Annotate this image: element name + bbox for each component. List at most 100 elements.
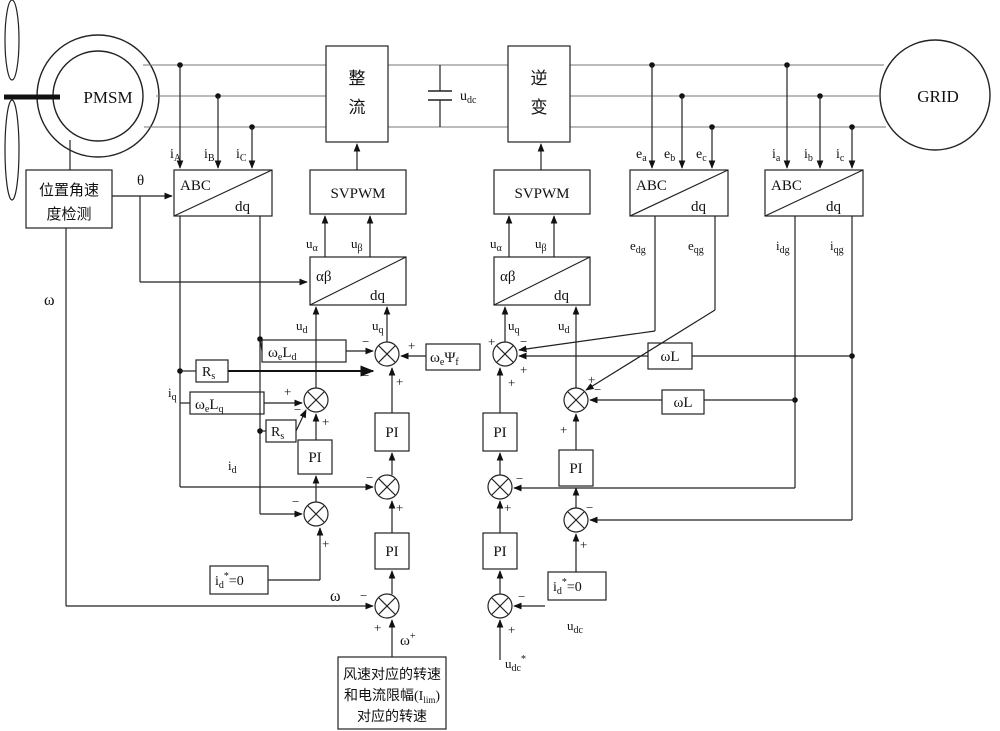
sign-r13: + [508, 622, 515, 637]
grid-control-wiring [496, 216, 855, 660]
id-ref-box-gen: id*=0 [209, 565, 269, 595]
udc-feedback-label: udc [567, 618, 584, 636]
sign-r8: − [516, 471, 523, 486]
dq-label-gen: dq [235, 199, 251, 215]
gain-wl-lower: ωL [661, 389, 705, 415]
gain-rs-lower-label: Rs [271, 425, 284, 442]
voltage-label-eb: eb [664, 147, 675, 164]
id-label: id [228, 458, 237, 476]
id-ref-grid-label: id*=0 [553, 577, 582, 597]
abc-label-grid-v: ABC [636, 178, 667, 194]
current-label-ic-grid: ic [836, 147, 845, 164]
uq-grid-label: uq [508, 318, 520, 336]
dc-link-capacitor-icon [428, 65, 452, 127]
voltage-label-ea: ea [636, 147, 647, 164]
gain-we-psi-label: ωeΨf [430, 350, 459, 368]
dq2-label-grid: dq [554, 288, 570, 304]
grid-label: GRID [917, 87, 959, 106]
edg-label: edg [630, 238, 646, 256]
sign-g2: + [408, 338, 415, 353]
gain-we-ld: ωeLd [261, 339, 347, 363]
gain-we-lq-label: ωeLq [195, 397, 224, 415]
sign-g10: − [292, 494, 299, 509]
udc-ref-label: udc* [505, 654, 526, 674]
dq2-label-gen: dq [370, 288, 386, 304]
grid-source: GRID [879, 39, 991, 151]
pmsm-generator: PMSM [4, 34, 160, 158]
pi-gen-iq: PI [374, 412, 410, 452]
pi-grid-dc-label: PI [493, 544, 506, 560]
grid-sign-markers: + − + + + − + − + − + − + [488, 334, 601, 637]
pi-gen-speed: PI [374, 532, 410, 570]
omega-feedback-label: ω [44, 292, 55, 309]
eqg-label: eqg [688, 238, 704, 256]
sign-g13: + [374, 620, 381, 635]
id-ref-box-grid: id*=0 [547, 571, 607, 601]
sign-r5: + [588, 372, 595, 387]
ubeta-grid-label: uβ [535, 236, 547, 254]
omega-speed-label: ω [330, 588, 341, 605]
speed-ref-source-box: 风速对应的转速 和电流限幅(Ilim) 对应的转速 [337, 656, 447, 730]
sign-g11: + [322, 536, 329, 551]
voltage-label-ec: ec [696, 147, 707, 164]
ubeta-gen-label: uβ [351, 236, 363, 254]
detector-line-2: 度检测 [46, 206, 91, 223]
sign-r12: − [518, 589, 525, 604]
sign-g1: − [362, 334, 369, 349]
sign-g4: + [396, 374, 403, 389]
current-label-ia-gen: iA [170, 147, 182, 164]
ab-dq-transform-grid: αβ dq [493, 256, 591, 306]
sum-junction-grid-uq [492, 341, 518, 367]
rectifier-char-2: 流 [349, 98, 366, 117]
pi-grid-id-label: PI [569, 461, 582, 477]
sign-g6: − [294, 402, 301, 417]
gen-sign-markers: − + − + + − + − + − + − + [284, 334, 415, 635]
pi-gen-iq-label: PI [385, 425, 398, 441]
pi-gen-id: PI [297, 439, 333, 475]
sign-r3: + [520, 362, 527, 377]
sum-junction-grid-id [563, 507, 589, 533]
inverter-char-1: 逆 [531, 69, 548, 88]
speed-ref-line-2: 和电流限幅(Ilim) [344, 688, 440, 705]
pi-grid-dc: PI [482, 532, 518, 570]
abc-dq-transform-generator: ABC dq [173, 169, 273, 217]
svpwm-label-rect: SVPWM [330, 186, 385, 202]
dq-label-grid-i: dq [826, 199, 842, 215]
idg-label: idg [776, 238, 790, 256]
sign-r7: + [560, 422, 567, 437]
sum-junction-grid-ud [563, 387, 589, 413]
sign-g3: − [362, 368, 369, 383]
gain-we-psi: ωeΨf [425, 343, 481, 371]
sum-junction-gen-ud [303, 387, 329, 413]
svpwm-rectifier: SVPWM [309, 169, 407, 215]
pi-grid-iq-label: PI [493, 425, 506, 441]
current-label-ic-gen: iC [236, 147, 247, 164]
pi-grid-id: PI [558, 449, 594, 487]
iqg-label: iqg [830, 238, 844, 256]
sign-r1: + [488, 334, 495, 349]
grid-voltage-taps [648, 62, 716, 169]
id-ref-gen-label: id*=0 [215, 571, 244, 591]
sign-g8: − [366, 470, 373, 485]
sum-junction-speed [374, 593, 400, 619]
gen-control-wiring [65, 216, 426, 657]
gain-we-ld-label: ωeLd [268, 345, 297, 363]
gain-wl-upper: ωL [647, 342, 693, 370]
sum-junction-dc [487, 593, 513, 619]
dq-label-grid-v: dq [691, 199, 707, 215]
ud-grid-label: ud [558, 318, 570, 336]
svpwm-inverter: SVPWM [493, 169, 591, 215]
current-label-ia-grid: ia [772, 147, 781, 164]
omega-ref-label: ω+ [400, 631, 416, 649]
ualpha-grid-label: uα [490, 236, 503, 254]
generator-current-taps [176, 62, 256, 169]
ud-gen-label: ud [296, 318, 308, 336]
pi-gen-id-label: PI [308, 450, 321, 466]
rectifier-box: 整 流 [325, 45, 389, 143]
sign-r6: − [594, 382, 601, 397]
sign-r4: + [508, 375, 515, 390]
sum-junction-gen-uq [374, 341, 400, 367]
speed-ref-line-3: 对应的转速 [357, 708, 427, 725]
gain-rs-lower: Rs [265, 419, 297, 443]
ab-label-grid: αβ [500, 269, 516, 285]
